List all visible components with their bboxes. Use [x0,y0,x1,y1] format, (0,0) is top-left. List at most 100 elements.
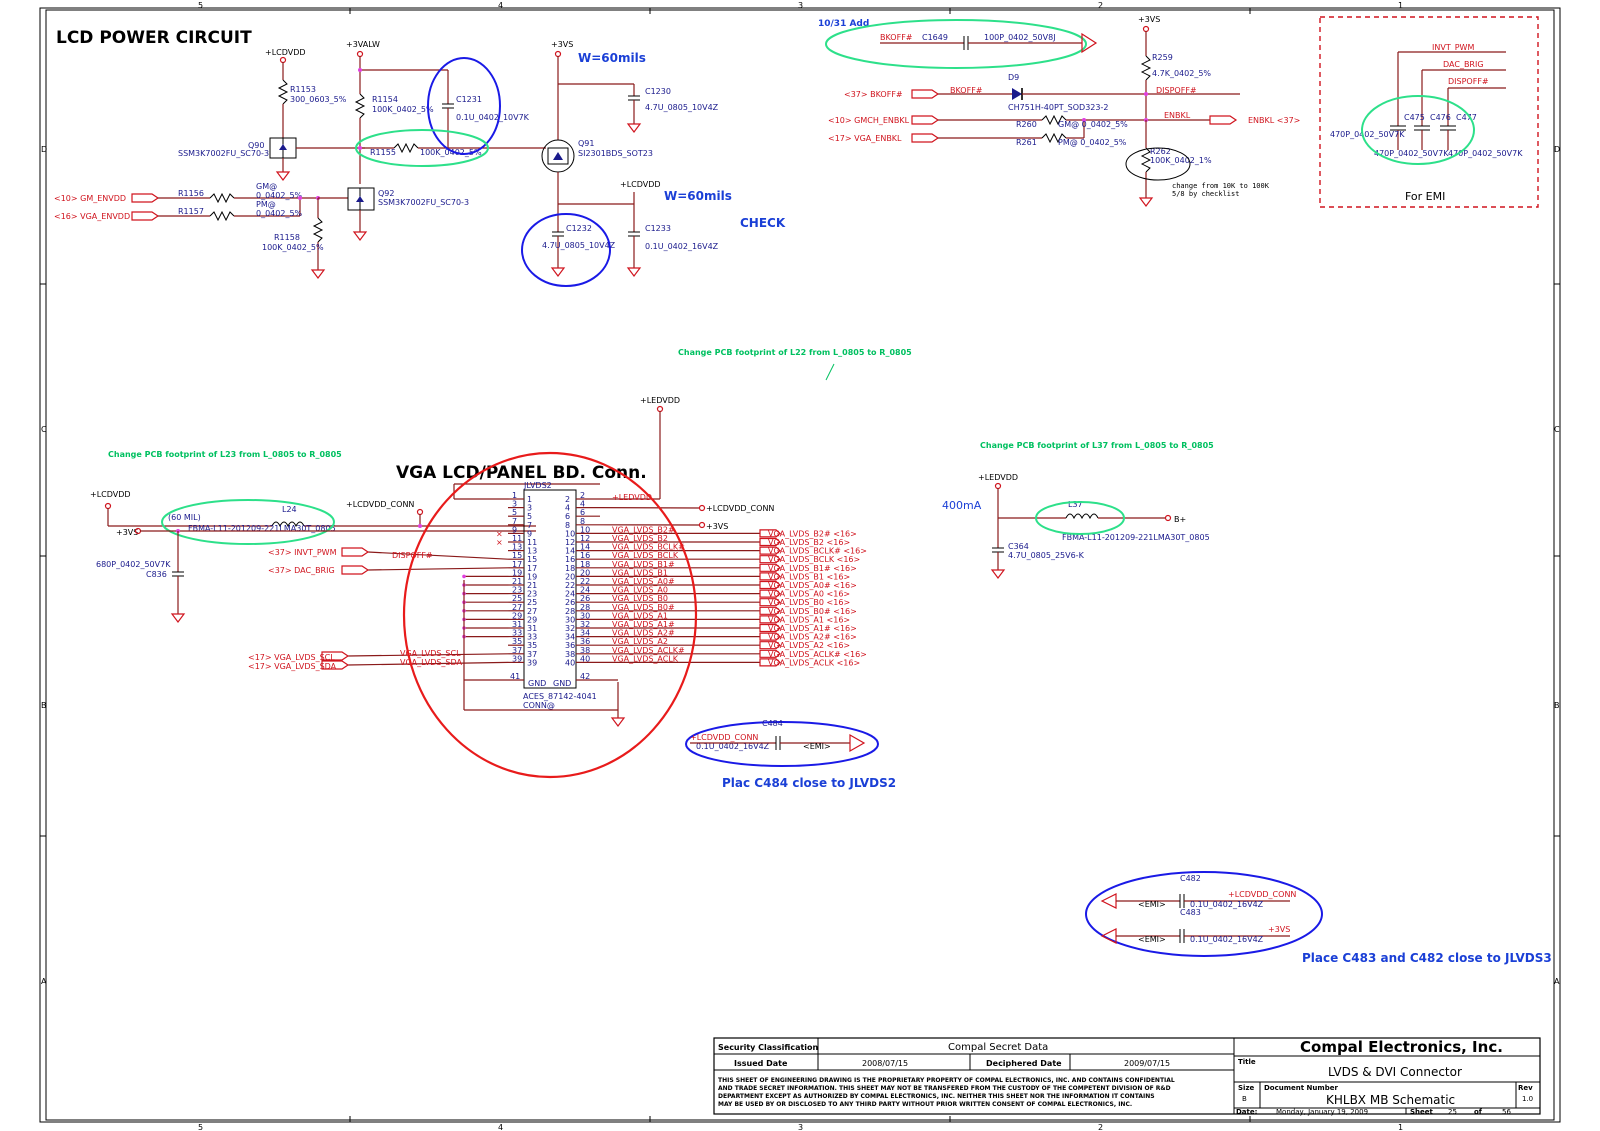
pin-label-24: 24 [580,586,590,595]
pin-inner-label-34: 34 [565,633,575,642]
pin-inner-label-35: 35 [527,641,537,650]
disclaimer-line-2: AND TRADE SECRET INFORMATION. THIS SHEET… [718,1085,1171,1092]
pin-label-10: 10 [580,525,590,534]
c1230-value: 4.7U_0805_10V4Z [645,103,719,112]
pin-label-26: 26 [580,594,590,603]
highlight-r1155 [355,129,489,167]
zone-right-a: A [1554,977,1560,986]
deciphered-label: Deciphered Date [986,1059,1062,1068]
net-sda-in: <17> VGA_LVDS_SDA [248,662,337,671]
of-label: of [1474,1108,1483,1116]
pin-label-7: 7 [512,517,517,526]
c483-ref: C483 [1180,908,1201,917]
pin-inner-label-3: 3 [527,504,532,513]
net-label-2: VGA_LVDS_BCLK# [612,543,685,552]
net-port-10 [759,615,781,624]
pin-label-18: 18 [580,560,590,569]
zone-left-d: D [41,145,47,154]
c476-ref: C476 [1430,113,1451,122]
pin-inner-label-10: 10 [565,529,575,538]
net-port-7 [759,589,781,598]
c483-net: +3VS [1268,925,1290,934]
r1156-gm: GM@ [256,182,277,191]
pin-label-12: 12 [580,534,590,543]
net-label-11: VGA_LVDS_A1# [612,620,675,629]
date-value: Monday, January 19, 2009 [1276,1108,1368,1116]
title-block: Security Classification Compal Secret Da… [713,1037,1541,1116]
emi-net-dac-brig: DAC_BRIG [1443,60,1484,69]
emi-block: INVT_PWM DAC_BRIG DISPOFF# C475 C476 C47… [1319,16,1539,208]
net-output-8: VGA_LVDS_B0 <16> [768,598,850,607]
highlight-r262 [1125,147,1191,181]
net-port-0 [759,529,781,538]
net-label-14: VGA_LVDS_ACLK# [612,646,685,655]
q91-value: SI2301BDS_SOT23 [578,149,653,158]
pin-label-3: 3 [512,500,517,509]
zone-right-c: C [1554,425,1560,434]
zone-bottom-1: 1 [1398,1123,1403,1131]
c482-value: 0.1U_0402_16V4Z [1190,900,1264,909]
c1231-value: 0.1U_0402_10V7K [456,113,530,122]
pin-label-34: 34 [580,629,590,638]
c475-value: 470P_0402_50V7K [1330,130,1405,139]
pin-inner-label-19: 19 [527,572,537,581]
r262-value: 100K_0402_1% [1150,156,1212,165]
backlight-control: 10/31 Add BKOFF# C1649 100P_0402_50V8J +… [818,15,1300,207]
r1155-ref: R1155 [370,148,396,157]
pin-inner-label-27: 27 [527,607,537,616]
r1153-value: 300_0603_5% [290,95,347,104]
net-label-5: VGA_LVDS_B1 [612,568,668,577]
for-emi-label: For EMI [1405,190,1445,203]
pin-label-15: 15 [512,551,522,560]
pin-inner-label-5: 5 [527,512,532,521]
pin-inner-label-12: 12 [565,538,575,547]
zone-left-a: A [41,977,47,986]
pin-inner-label-36: 36 [565,641,575,650]
disclaimer-line-1: THIS SHEET OF ENGINEERING DRAWING IS THE… [718,1077,1175,1084]
net-scl-in: <17> VGA_LVDS_SCL [248,653,335,662]
pin-inner-label-2: 2 [565,495,570,504]
pin-label-41: 41 [510,672,520,681]
pin-label-13: 13 [512,543,522,552]
zone-top-2: 2 [1098,1,1103,10]
security-value: Compal Secret Data [948,1042,1048,1053]
current-400ma: 400mA [942,499,982,512]
net-3vs-right: +3VS [706,522,728,531]
pin-inner-label-30: 30 [565,615,575,624]
r1157-pm: PM@ [256,200,276,209]
net-gmch-enbkl: <10> GMCH_ENBKL [828,116,910,125]
pin-inner-label-32: 32 [565,624,575,633]
r1155-value: 100K_0402_5% [420,148,482,157]
net-port-5 [759,572,781,581]
lcd-power-circuit-title: LCD POWER CIRCUIT [56,28,252,48]
net-port-14 [759,649,781,658]
sheet-label: Sheet [1410,1108,1434,1116]
zone-right-d: D [1554,145,1560,154]
l37-ref: L37 [1068,500,1083,509]
pin-label-2: 2 [580,491,585,500]
r1156-value: 0_0402_5% [256,191,303,200]
c476-value: 470P_0402_50V7K [1374,149,1449,158]
net-label-0: VGA_LVDS_B2# [612,525,675,534]
net-output-14: VGA_LVDS_ACLK# <16> [768,650,867,659]
wire-dac-brig [367,567,509,571]
highlight-connector [402,451,698,779]
net-3vs-r259: +3VS [1138,15,1160,24]
issued-value: 2008/07/15 [862,1059,908,1068]
r1153-ref: R1153 [290,85,316,94]
pin-inner-label-28: 28 [565,607,575,616]
net-dispoff-conn: DISPOFF# [392,551,433,560]
size-label: Size [1238,1084,1255,1092]
c1649-ref: C1649 [922,33,948,42]
r261-value: PM@ 0_0402_5% [1058,138,1127,147]
net-label-12: VGA_LVDS_A2# [612,629,675,638]
pin-label-17: 17 [512,560,522,569]
pin-label-25: 25 [512,594,522,603]
c1233-value: 0.1U_0402_16V4Z [645,242,719,251]
sixty-mil-note: (60 MIL) [168,513,201,522]
wire-sda [347,661,509,666]
change-note-1: change from 10K to 100K [1172,182,1270,190]
emi-net-dispoff: DISPOFF# [1448,77,1489,86]
pin-label-35: 35 [512,637,522,646]
pin-inner-label-24: 24 [565,590,575,599]
